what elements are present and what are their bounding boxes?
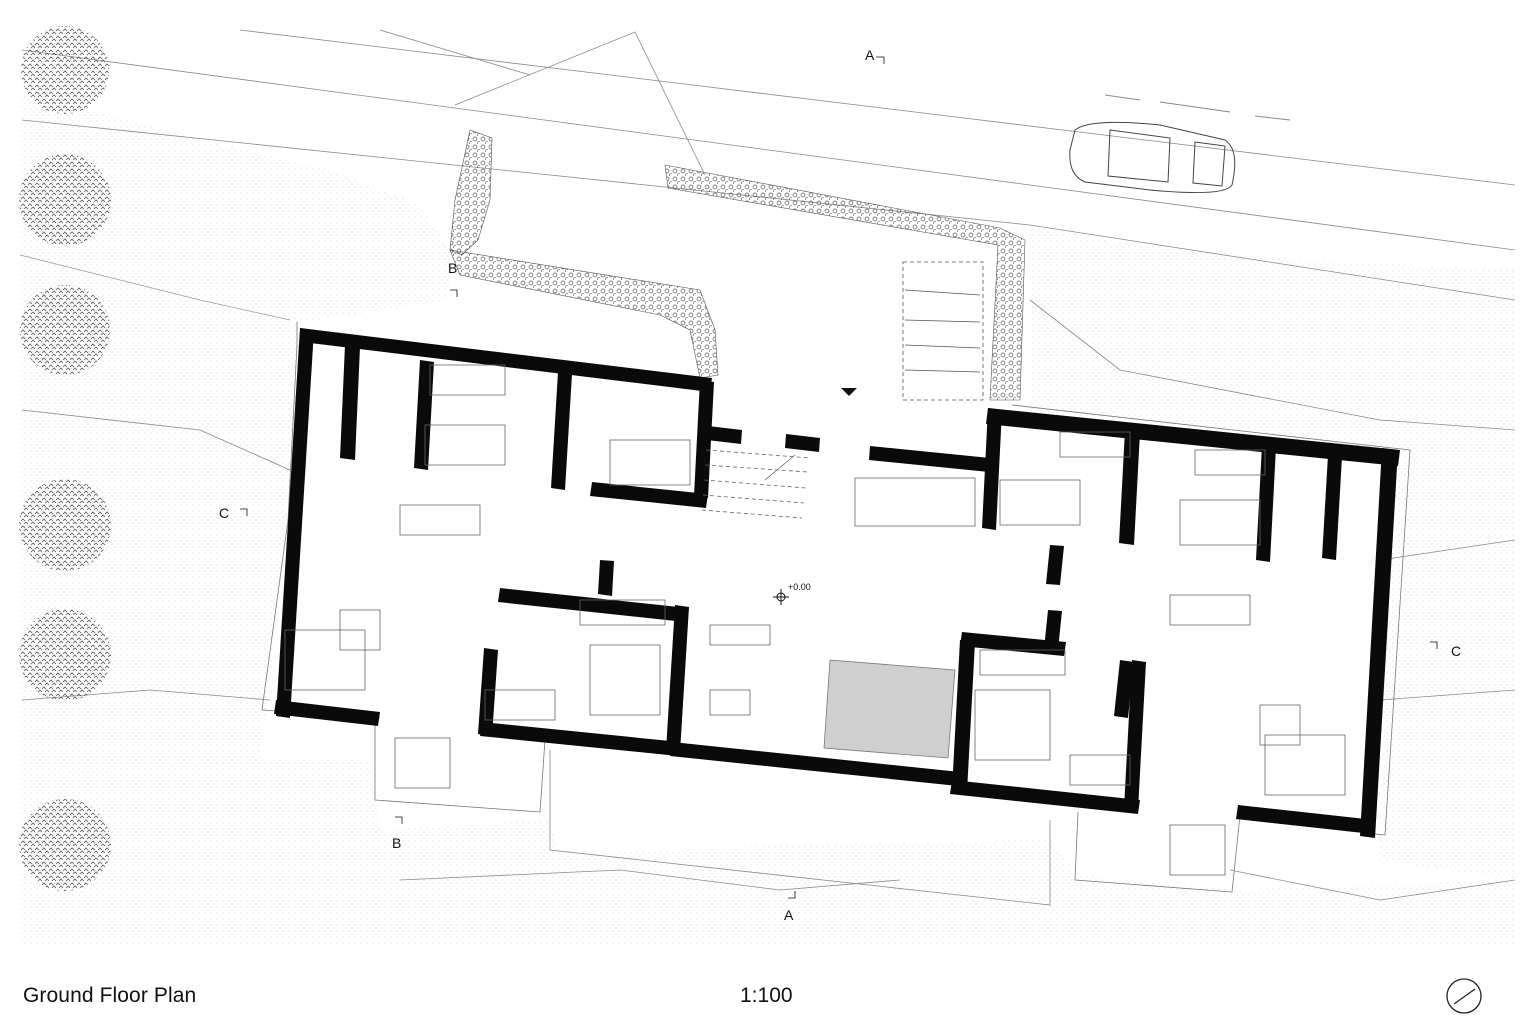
section-marker-a-bottom: A xyxy=(784,907,794,923)
hedges xyxy=(449,129,1026,401)
drawing-title: Ground Floor Plan xyxy=(23,984,197,1007)
car xyxy=(1069,121,1236,194)
section-marker-c-right: C xyxy=(1451,643,1462,659)
level-marker: +0.00 xyxy=(788,582,811,592)
pool xyxy=(823,659,956,759)
section-marker-a-top: A xyxy=(865,47,875,63)
section-ticks xyxy=(240,56,1438,899)
section-marker-b-top: B xyxy=(448,260,458,276)
furniture xyxy=(284,364,1346,876)
trees xyxy=(19,26,111,891)
entrance-triangle-icon xyxy=(841,388,857,396)
level-datum-icon xyxy=(773,589,789,605)
site-ground xyxy=(19,95,1515,945)
section-marker-b-bottom: B xyxy=(392,835,402,851)
north-arrow-icon xyxy=(1446,978,1482,1014)
drawing-scale: 1:100 xyxy=(740,984,793,1007)
section-marker-c-left: C xyxy=(219,505,230,521)
bike-rack xyxy=(902,261,984,401)
walls xyxy=(274,328,1400,838)
